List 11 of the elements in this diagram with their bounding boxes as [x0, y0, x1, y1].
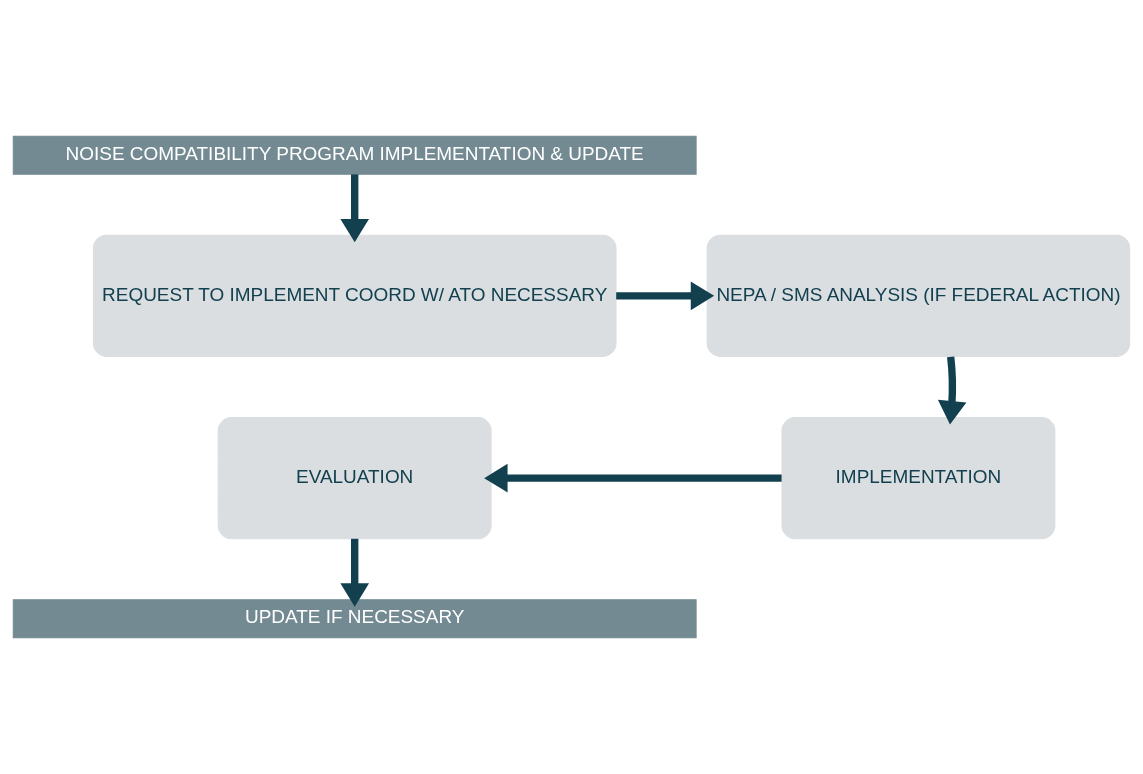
- node-box: EVALUATION: [217, 417, 492, 540]
- node-box: NEPA / SMS ANALYSIS (IF FEDERAL ACTION): [706, 234, 1131, 357]
- arrow: [340, 174, 370, 243]
- arrow: [340, 538, 370, 607]
- arrow: [616, 281, 715, 311]
- node-box: REQUEST TO IMPLEMENT COORD W/ ATO NECESSARY: [92, 234, 617, 357]
- node-box: IMPLEMENTATION: [781, 417, 1056, 540]
- arrow: [937, 356, 967, 425]
- node-box: UPDATE IF NECESSARY: [12, 599, 697, 639]
- node-box: NOISE COMPATIBILITY PROGRAM IMPLEMENTATION & UPDATE: [12, 135, 697, 175]
- arrow: [484, 463, 782, 493]
